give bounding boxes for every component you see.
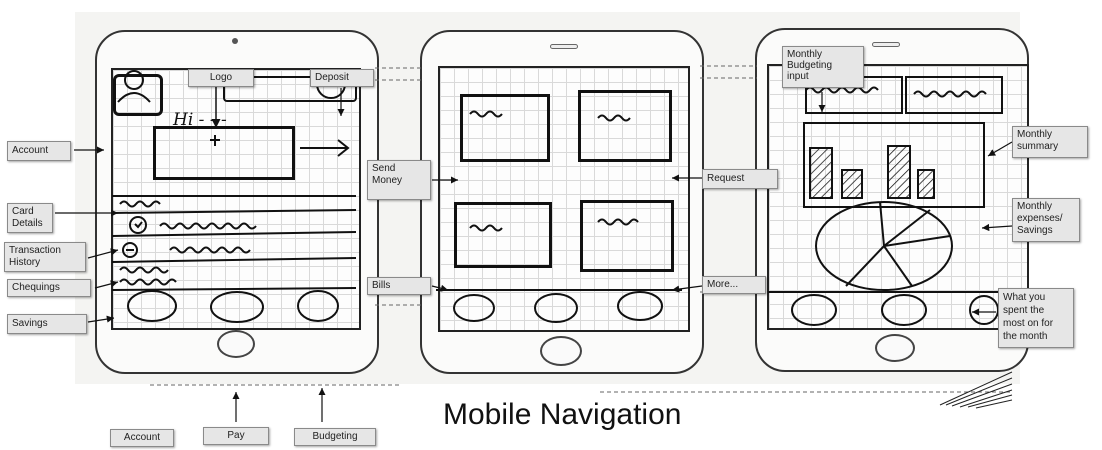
label-logo: Logo xyxy=(188,69,254,87)
label-send-money: Send Money xyxy=(367,160,431,200)
label-deposit: Deposit xyxy=(310,69,374,87)
monthly-summary-chart xyxy=(803,122,985,208)
label-monthly-budgeting-input: Monthly Budgeting input xyxy=(782,46,864,88)
request-tile[interactable] xyxy=(578,90,672,162)
label-more: More... xyxy=(702,276,766,294)
budget-input-right[interactable] xyxy=(905,76,1003,114)
send-money-tile[interactable] xyxy=(460,94,550,162)
home-button xyxy=(217,330,255,358)
bills-tile[interactable] xyxy=(454,202,552,268)
bottom-nav-budgeting: Budgeting xyxy=(294,428,376,446)
dashed-connectors xyxy=(150,65,1010,393)
account-card-sketch[interactable] xyxy=(153,126,295,180)
account-screen-sketch xyxy=(111,69,357,323)
phone-speaker xyxy=(550,44,578,49)
label-transaction-history: Transaction History xyxy=(4,242,86,272)
bottom-nav-account: Account xyxy=(110,429,174,447)
home-button xyxy=(540,336,582,366)
label-most-spent: What you spent the most on for the month xyxy=(998,288,1074,348)
label-monthly-expenses-savings: Monthly expenses/ Savings xyxy=(1012,198,1080,242)
pay-screen-sketch xyxy=(436,110,682,323)
bottom-nav-pay: Pay xyxy=(203,427,269,445)
label-bills: Bills xyxy=(367,277,431,295)
label-request: Request xyxy=(702,169,778,189)
annotation-arrows xyxy=(55,88,1013,422)
avatar-sketch xyxy=(113,74,163,116)
label-savings: Savings xyxy=(7,314,87,334)
phone-account: Hi - - - xyxy=(95,30,379,374)
corner-scribble xyxy=(939,371,1013,409)
label-monthly-summary: Monthly summary xyxy=(1012,126,1088,158)
label-chequings: Chequings xyxy=(7,279,91,297)
phone-camera xyxy=(232,38,238,44)
budgeting-screen-sketch xyxy=(768,86,1016,326)
label-account-side: Account xyxy=(7,141,71,161)
phone-pay xyxy=(420,30,704,374)
deposit-button-sketch[interactable] xyxy=(223,76,357,102)
label-card-details: Card Details xyxy=(7,203,53,233)
pay-screen xyxy=(438,66,690,332)
more-tile[interactable] xyxy=(580,200,674,272)
page-title: Mobile Navigation xyxy=(443,398,682,431)
phone-speaker xyxy=(872,42,900,47)
home-button xyxy=(875,334,915,362)
